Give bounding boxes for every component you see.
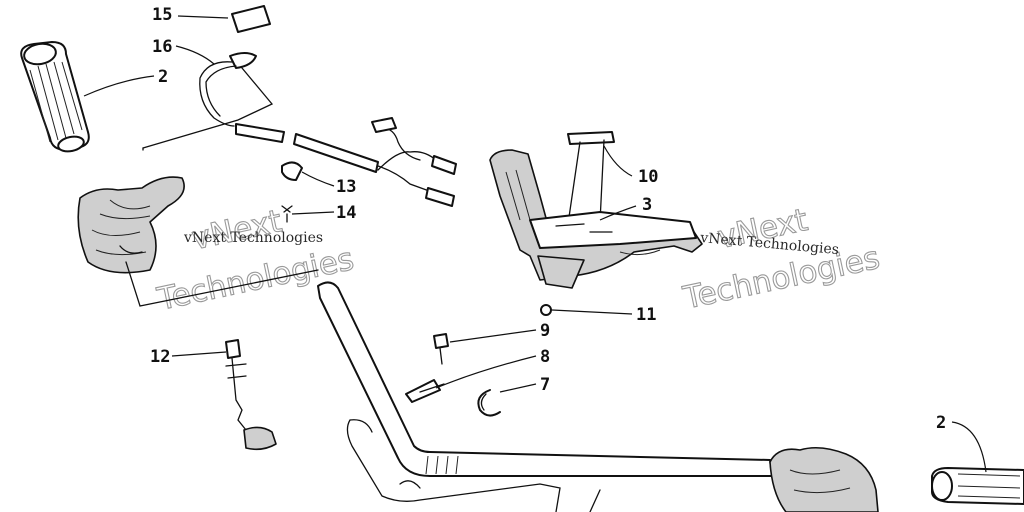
clip-13 [281, 161, 303, 181]
callout-10: 10 [638, 167, 658, 187]
callout-labels: 15 16 2 13 14 10 3 11 9 12 8 7 2 [150, 5, 946, 433]
nut-11 [540, 304, 552, 316]
riser-block-3 [489, 131, 703, 289]
screw-14 [281, 205, 293, 223]
throttle-housing-right [769, 446, 879, 512]
callout-16: 16 [152, 37, 172, 57]
handlebar [317, 281, 773, 512]
leader-lines [83, 15, 987, 473]
callout-15: 15 [152, 5, 172, 25]
callout-9: 9 [540, 321, 550, 341]
watermark-small-left: vNext Technologies [183, 230, 323, 246]
callout-2-left: 2 [158, 67, 168, 87]
wiring-harness [293, 117, 457, 207]
pad-15 [231, 5, 271, 33]
wire-bracket-bottom [125, 261, 319, 307]
callout-11: 11 [636, 305, 656, 325]
callout-2-right: 2 [936, 413, 946, 433]
callout-13: 13 [336, 177, 356, 197]
bolt-9 [433, 333, 449, 365]
callout-12: 12 [150, 347, 170, 367]
watermark-right: vNext Technologies [679, 201, 883, 317]
callout-8: 8 [540, 347, 550, 367]
clip-7 [477, 389, 501, 417]
grip-right [931, 467, 1024, 505]
grip-left [20, 41, 90, 153]
throttle-housing [77, 176, 185, 274]
heater-wire-16 [199, 52, 285, 143]
callout-3: 3 [642, 195, 652, 215]
kill-switch-12 [225, 339, 277, 451]
wire-bracket-top [142, 55, 274, 149]
callout-7: 7 [540, 375, 550, 395]
callout-14: 14 [336, 203, 356, 223]
